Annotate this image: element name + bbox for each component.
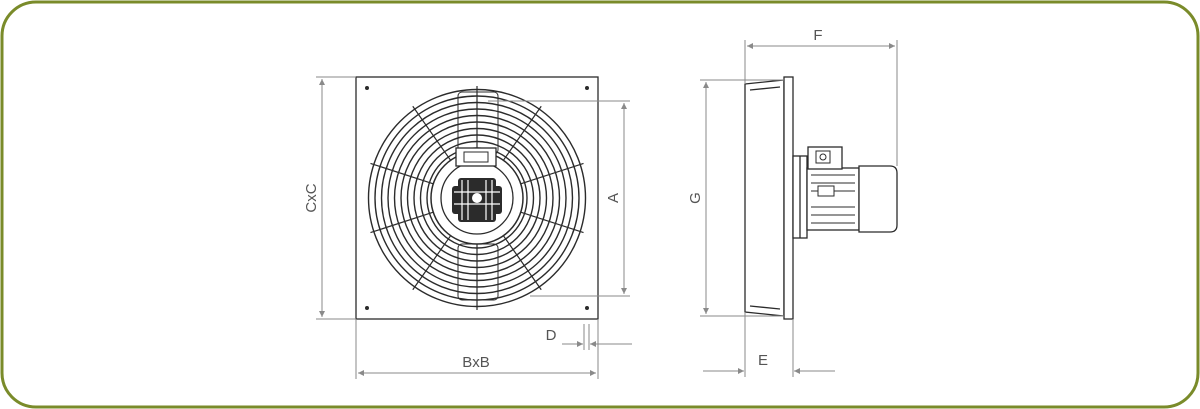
guard-spoke bbox=[370, 162, 434, 185]
guard-spokes bbox=[370, 86, 584, 310]
fan-front-view bbox=[355, 76, 599, 320]
dim-label-cxc: CxC bbox=[303, 183, 320, 212]
guard-spoke bbox=[412, 105, 452, 161]
dim-label-d: D bbox=[546, 327, 557, 344]
motor-fins bbox=[452, 178, 502, 222]
terminal-box bbox=[455, 147, 497, 167]
guard-spoke bbox=[412, 235, 452, 291]
front-view-dimensions bbox=[316, 76, 632, 379]
guard-spoke bbox=[502, 105, 542, 161]
guard-spoke bbox=[520, 162, 584, 185]
guard-spoke bbox=[370, 211, 434, 234]
dim-label-f: F bbox=[813, 27, 822, 44]
side-terminal-box bbox=[807, 146, 843, 170]
side-motor-cowl bbox=[858, 165, 898, 233]
dim-label-bxb: BxB bbox=[462, 354, 490, 371]
side-casing bbox=[744, 79, 785, 317]
side-view-dimensions bbox=[700, 40, 898, 377]
guard-spoke bbox=[520, 211, 584, 234]
side-flange bbox=[783, 76, 794, 320]
guard-spoke bbox=[502, 235, 542, 291]
corner-holes bbox=[365, 86, 589, 310]
dim-label-e: E bbox=[758, 352, 768, 369]
side-motor-body bbox=[806, 167, 860, 231]
dim-label-a: A bbox=[605, 193, 622, 203]
dim-label-g: G bbox=[687, 192, 704, 204]
fan-side-view bbox=[744, 76, 898, 320]
mounting-plate bbox=[355, 76, 599, 320]
